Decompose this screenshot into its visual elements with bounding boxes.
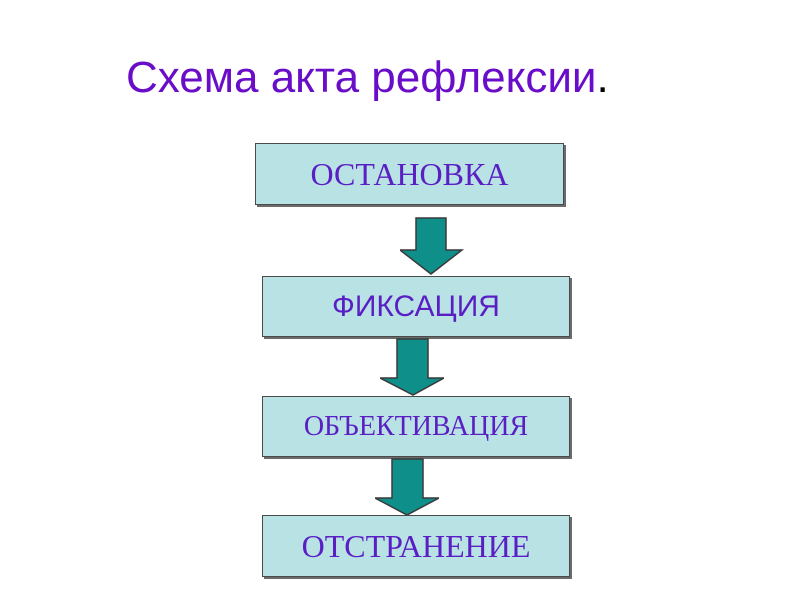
step-label-fixation: ФИКСАЦИЯ [332,289,500,323]
slide-title-period: . [596,53,609,102]
slide-title-text: Схема акта рефлексии [126,53,597,102]
down-arrow-icon [375,458,439,516]
step-label-objectivation: ОБЪЕКТИВАЦИЯ [303,410,529,442]
down-arrow-icon [380,338,444,396]
step-box-objectivation: ОБЪЕКТИВАЦИЯ [262,396,570,457]
step-box-fixation: ФИКСАЦИЯ [262,276,570,337]
step-box-stop: ОСТАНОВКА [255,143,564,205]
step-box-estrangement: ОТСТРАНЕНИЕ [262,515,570,577]
down-arrow-icon [400,217,464,275]
step-label-stop: ОСТАНОВКА [310,155,509,192]
slide-title: Схема акта рефлексии. [126,50,609,106]
step-label-estrangement: ОТСТРАНЕНИЕ [301,527,531,564]
